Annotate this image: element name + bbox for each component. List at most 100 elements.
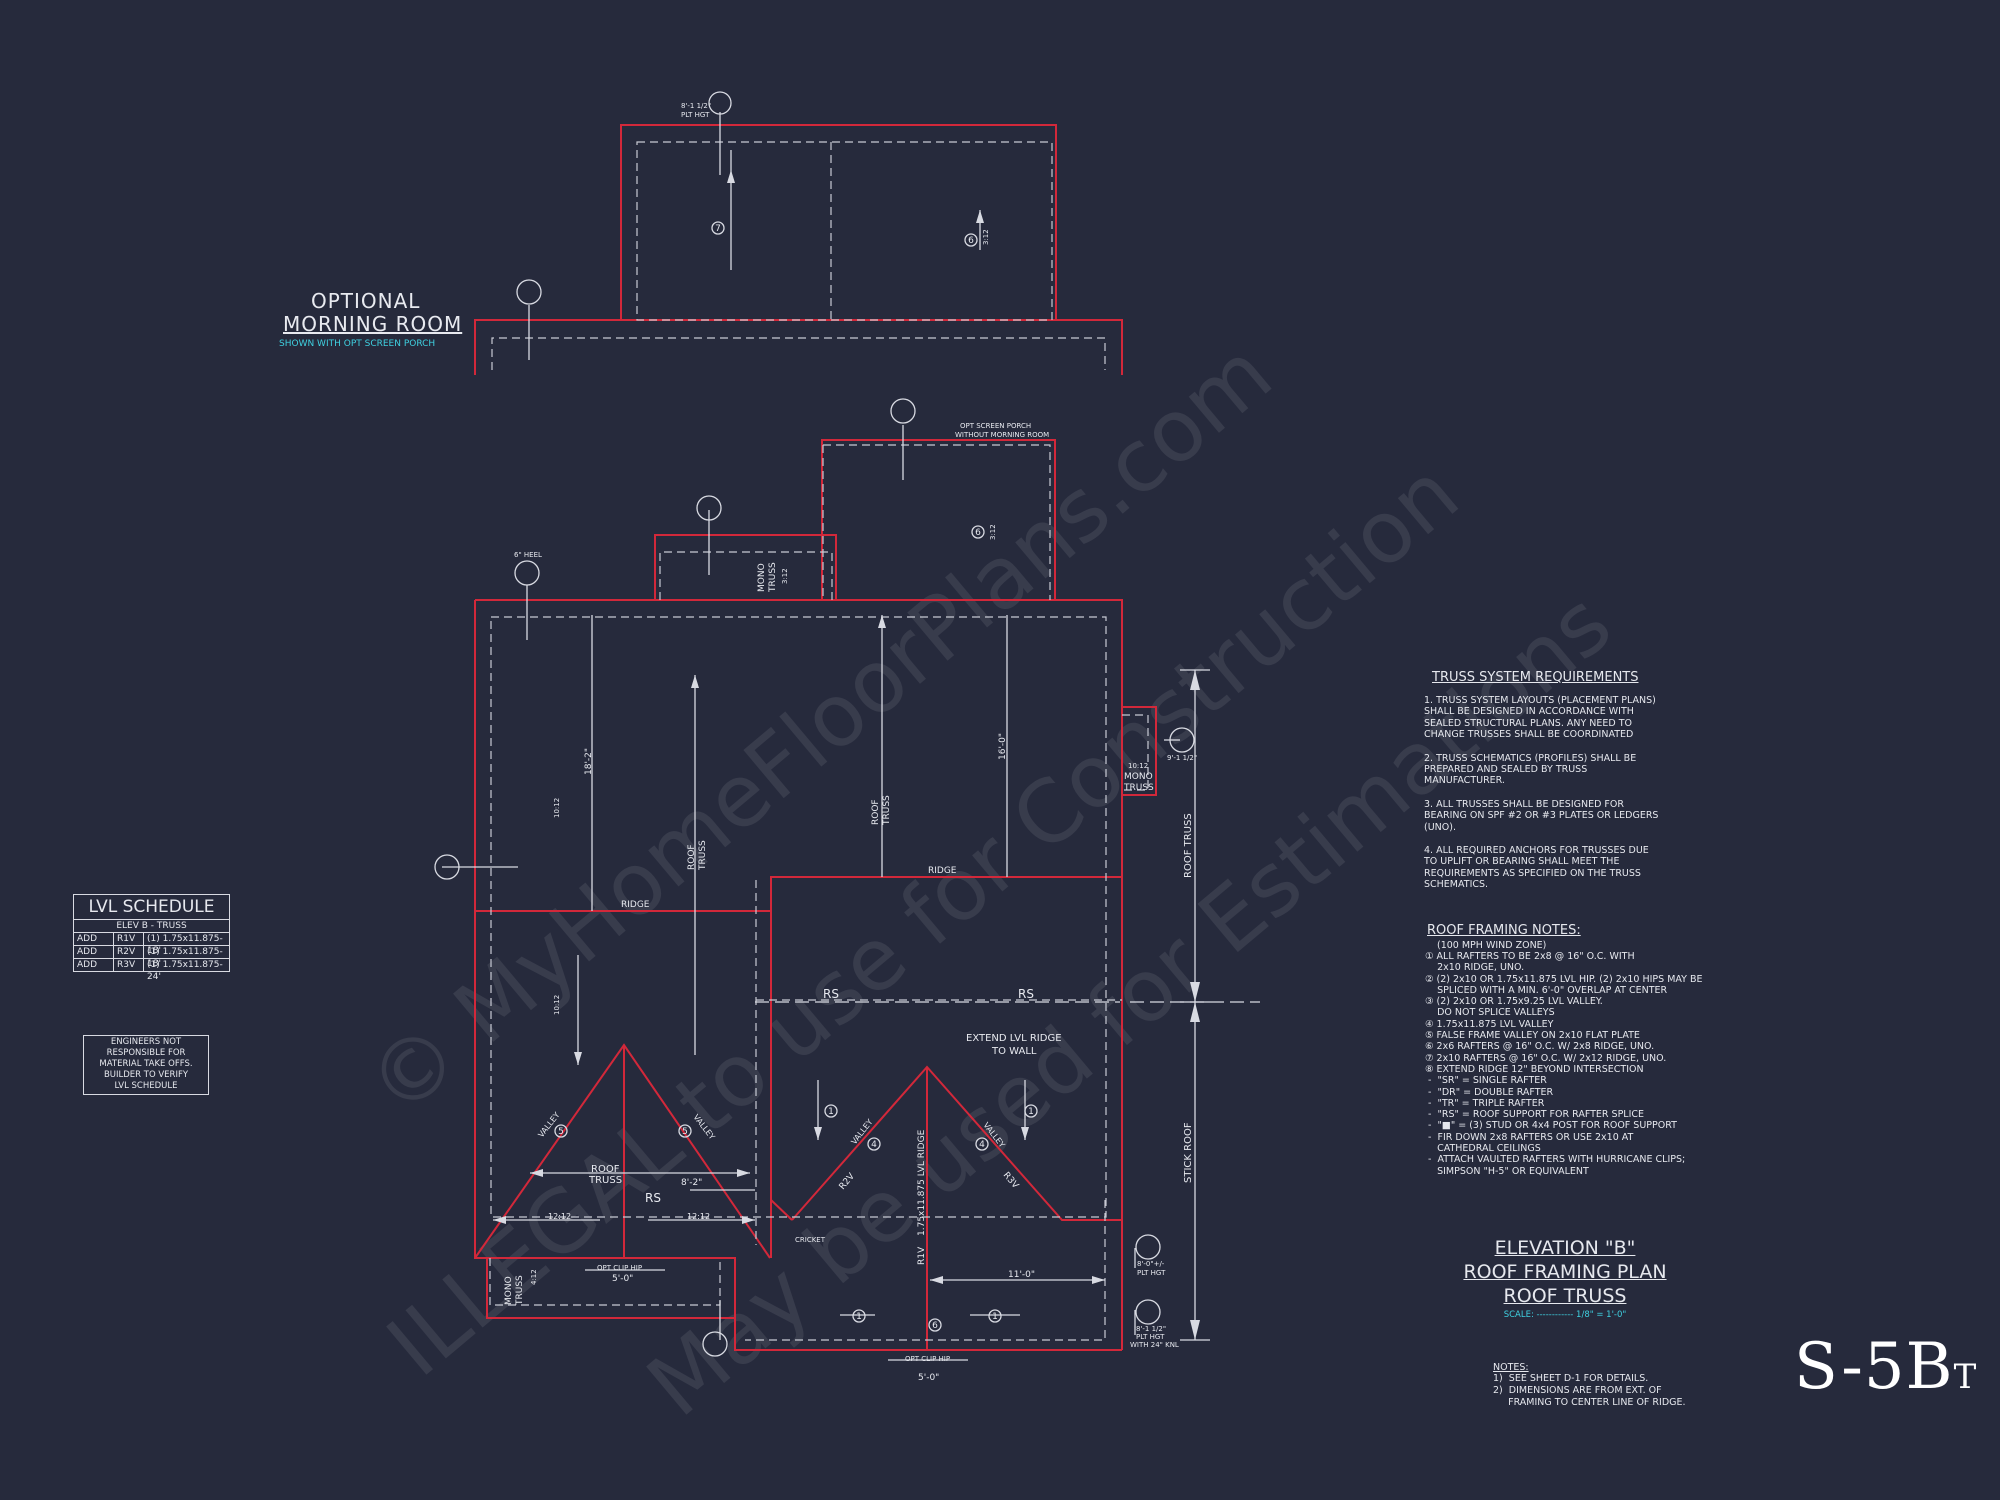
truss-requirement-line: PREPARED AND SEALED BY TRUSS	[1424, 764, 1588, 776]
truss-requirements-items: 1. TRUSS SYSTEM LAYOUTS (PLACEMENT PLANS…	[1424, 695, 1724, 891]
elevation-title-2: ROOF FRAMING PLAN	[1463, 1261, 1667, 1283]
engineers-note-line: BUILDER TO VERIFY	[103, 1070, 189, 1080]
truss-requirement-item: 1. TRUSS SYSTEM LAYOUTS (PLACEMENT PLANS…	[1424, 695, 1724, 741]
roof-framing-note-line: DO NOT SPLICE VALLEYS	[1425, 1007, 1555, 1019]
roof-framing-notes: ROOF FRAMING NOTES: (100 MPH WIND ZONE) …	[1425, 923, 1755, 1177]
roof-framing-note-line: ④ 1.75x11.875 LVL VALLEY	[1425, 1018, 1554, 1030]
roof-framing-note-line: - "RS" = ROOF SUPPORT FOR RAFTER SPLICE	[1425, 1109, 1645, 1121]
truss-requirement-line: REQUIREMENTS AS SPECIFIED ON THE TRUSS	[1424, 867, 1641, 879]
dim-5-0-left: 5'-0"	[612, 1274, 633, 1284]
pitch-4-12-bl: 4:12	[530, 1269, 538, 1285]
heel-label: 6" HEEL	[514, 551, 542, 559]
opt-clip-hip-bottom: OPT CLIP HIP	[905, 1355, 950, 1363]
roof-truss-rotated: ROOF TRUSS	[1183, 813, 1194, 878]
lvl-schedule-cell: (1) 1.75x11.875-18'	[147, 934, 223, 956]
engineers-note-line: RESPONSIBLE FOR	[106, 1048, 186, 1058]
roof-framing-note-line: - "SR" = SINGLE RAFTER	[1425, 1075, 1547, 1087]
roof-framing-note-line: ⑦ 2x10 RAFTERS @ 16" O.C. W/ 2x12 RIDGE,…	[1425, 1052, 1667, 1064]
roof-framing-note-line: ① ALL RAFTERS TO BE 2x8 @ 16" O.C. WITH	[1425, 951, 1635, 962]
pitch-mono-right: 10:12	[1128, 762, 1148, 770]
roof-framing-note-line: 2x10 RIDGE, UNO.	[1425, 962, 1525, 974]
svg-text:1: 1	[1028, 1107, 1034, 1117]
extend-lvl-label-2: TO WALL	[991, 1046, 1037, 1057]
engineers-note-line: ENGINEERS NOT	[110, 1037, 182, 1047]
plt-top-2: PLT HGT	[681, 111, 710, 119]
elevation-title-3: ROOF TRUSS	[1503, 1285, 1627, 1307]
dashed-wall-lines	[489, 141, 1149, 1341]
roof-framing-note-line: SPLICED WITH A MIN. 6'-0" OVERLAP AT CEN…	[1425, 984, 1668, 996]
lvl-schedule-cell: ADD	[74, 933, 114, 945]
dim-11-0: 11'-0"	[1008, 1270, 1035, 1280]
truss-requirement-line: SCHEMATICS.	[1424, 879, 1489, 891]
extend-lvl-label-1: EXTEND LVL RIDGE	[966, 1033, 1062, 1044]
truss-requirement-line: 1. TRUSS SYSTEM LAYOUTS (PLACEMENT PLANS…	[1424, 695, 1656, 706]
svg-text:1: 1	[856, 1312, 862, 1322]
plt-br-1: 8'-1 1/2"	[1136, 1325, 1166, 1333]
plt-top-1: 8'-1 1/2"	[681, 102, 711, 110]
roof-framing-note-line: ⑥ 2x6 RAFTERS @ 16" O.C. W/ 2x8 RIDGE, U…	[1425, 1041, 1655, 1053]
roof-framing-note-line: CATHEDRAL CEILINGS	[1425, 1143, 1541, 1155]
roof-framing-note-line: - ATTACH VAULTED RAFTERS WITH HURRICANE …	[1425, 1154, 1686, 1166]
roof-framing-wind: (100 MPH WIND ZONE)	[1437, 940, 1547, 951]
ridge-label-left: RIDGE	[621, 900, 650, 910]
scale-dots: ------------	[1536, 1310, 1574, 1320]
plt-r-3: PLT HGT	[1137, 1269, 1166, 1277]
svg-text:6: 6	[968, 236, 974, 246]
truss-requirements: TRUSS SYSTEM REQUIREMENTS 1. TRUSS SYSTE…	[1424, 670, 1724, 903]
roof-framing-note-line: ③ (2) 2x10 OR 1.75x9.25 LVL VALLEY.	[1425, 996, 1603, 1008]
stick-roof-label: STICK ROOF	[1183, 1122, 1194, 1183]
lvl-ridge-label: 1.75x11.875 LVL RIDGE	[917, 1129, 927, 1236]
sheet-notes-title: NOTES:	[1493, 1362, 1529, 1373]
svg-text:7: 7	[715, 224, 721, 234]
scale-label: SCALE:	[1503, 1310, 1534, 1320]
roof-framing-notes-title: ROOF FRAMING NOTES:	[1427, 923, 1581, 938]
morning-room-title-1: OPTIONAL	[311, 289, 421, 313]
truss-requirement-line: 4. ALL REQUIRED ANCHORS FOR TRUSSES DUE	[1424, 845, 1649, 857]
roof-framing-notes-items: ① ALL RAFTERS TO BE 2x8 @ 16" O.C. WITH …	[1425, 951, 1755, 1177]
svg-text:1: 1	[828, 1107, 834, 1117]
roof-framing-note-line: ② (2) 2x10 OR 1.75x11.875 LVL HIP. (2) 2…	[1425, 973, 1703, 985]
lvl-schedule-cell: R1V	[114, 933, 144, 945]
plt-br-2: PLT HGT	[1136, 1333, 1165, 1341]
scale-line: SCALE: ------------ 1/8" = 1'-0"	[1440, 1310, 1690, 1320]
plt-r-1: 9'-1 1/2"	[1167, 754, 1197, 762]
lvl-schedule-subtitle: ELEV B - TRUSS	[74, 920, 229, 933]
sheet-number-suffix: T	[1953, 1357, 1978, 1397]
opt-screen-porch-1: OPT SCREEN PORCH	[960, 422, 1031, 430]
truss-requirement-line: SHALL BE DESIGNED IN ACCORDANCE WITH	[1424, 706, 1634, 718]
lvl-schedule-cell: R2V	[114, 946, 144, 958]
plt-r-2: 8'-0"+/-	[1137, 1260, 1165, 1268]
elevation-title-1: ELEVATION "B"	[1494, 1237, 1636, 1259]
lvl-schedule-cell: (1) 1.75x11.875-24'	[147, 960, 223, 982]
mono-truss-bl-2: TRUSS	[515, 1275, 525, 1306]
truss-requirement-line: MANUFACTURER.	[1424, 775, 1505, 787]
rs-label-left: RS	[823, 987, 839, 1001]
roof-framing-note-line: - "■" = (3) STUD OR 4x4 POST FOR ROOF SU…	[1425, 1120, 1677, 1132]
scale-value: 1/8" = 1'-0"	[1576, 1310, 1627, 1320]
elevation-title-block: ELEVATION "B" ROOF FRAMING PLAN ROOF TRU…	[1440, 1236, 1690, 1320]
rs-label-bottom: RS	[645, 1191, 661, 1205]
mono-truss-bl-1: MONO	[504, 1276, 514, 1305]
roof-truss-bottom-1: ROOF	[591, 1164, 620, 1175]
sheet-number-main: S-5B	[1794, 1330, 1954, 1404]
roof-truss-center-2: TRUSS	[882, 795, 892, 826]
sheet-notes: NOTES: 1) SEE SHEET D-1 FOR DETAILS.2) D…	[1493, 1362, 1733, 1409]
pitch-10-12-b: 10:12	[553, 995, 561, 1015]
truss-requirements-title: TRUSS SYSTEM REQUIREMENTS	[1432, 670, 1639, 685]
roof-framing-note-line: - "TR" = TRIPLE RAFTER	[1425, 1097, 1545, 1109]
truss-requirement-line: (UNO).	[1424, 821, 1456, 833]
pitch-3-12-mr: 3:12	[982, 229, 990, 245]
plt-br-3: WITH 24" KNL	[1130, 1341, 1179, 1349]
roof-framing-note-line: ⑧ EXTEND RIDGE 12" BEYOND INTERSECTION	[1425, 1063, 1644, 1075]
lvl-schedule-cell: ADD	[74, 959, 114, 971]
sheet-note-line: FRAMING TO CENTER LINE OF RIDGE.	[1493, 1397, 1686, 1408]
engineers-note-line: MATERIAL TAKE OFFS.	[99, 1059, 193, 1069]
morning-room-subtitle: SHOWN WITH OPT SCREEN PORCH	[279, 339, 436, 349]
